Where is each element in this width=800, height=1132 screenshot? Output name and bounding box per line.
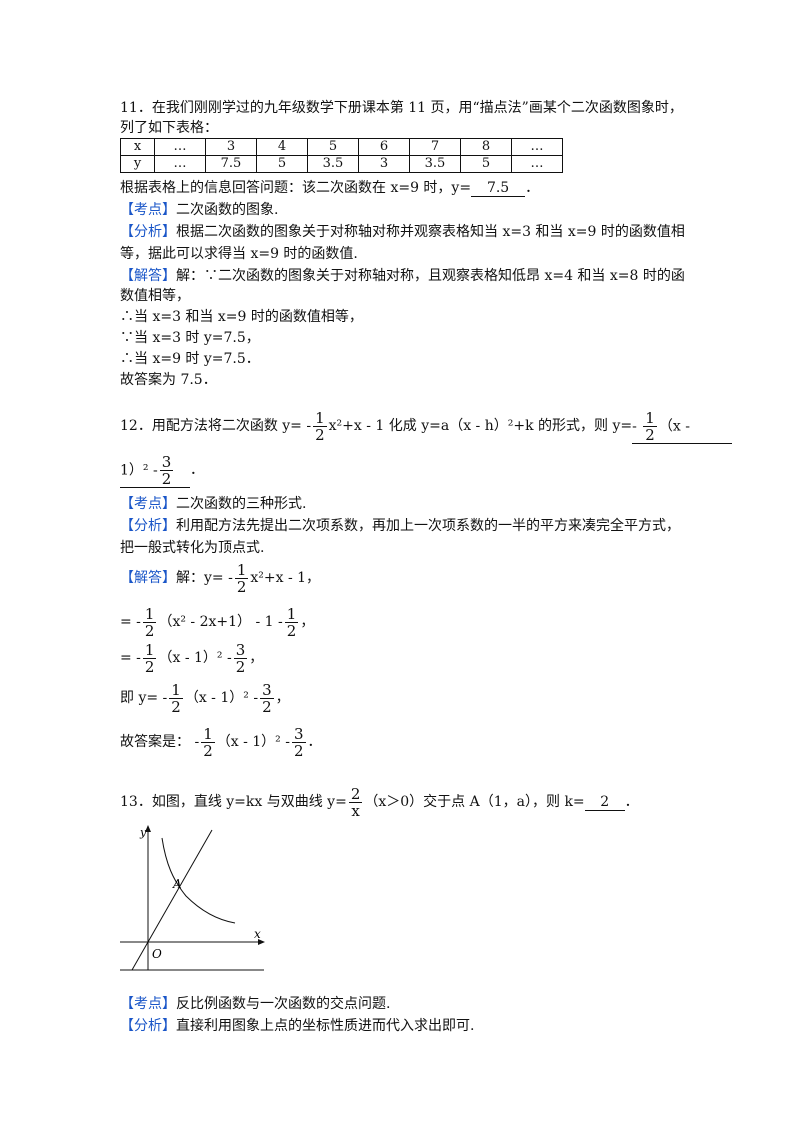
q12-kaodian-text: 二次函数的三种形式. [176,496,307,512]
q12-fenxi: 【分析】利用配方法先提出二次项系数，再加上一次项系数的一半的平方来凑完全平方式， [120,516,680,536]
x-axis-arrow [258,939,265,945]
table-row-y: y … 7.5 5 3.5 3 3.5 5 … [120,155,563,173]
table-cell: 3 [205,138,257,156]
table-cell: 8 [460,138,512,156]
fenxi-tag: 【分析】 [120,1018,176,1034]
q11-question-line1: 11．在我们刚刚学过的九年级数学下册课本第 11 页，用“描点法”画某个二次函数… [120,100,683,116]
table-cell: … [154,155,206,173]
q11-ask: 根据表格上的信息回答问题：该二次函数在 x=9 时，y=7.5． [120,178,539,198]
q12-fenxi-line2: 把一般式转化为顶点式. [120,540,265,556]
table-cell: 4 [256,138,308,156]
q11-value-table: x … 3 4 5 6 7 8 … y … 7.5 5 3.5 3 3.5 5 … [120,138,563,173]
q11-ask-suffix: ． [525,180,540,196]
q12-fenxi-line1: 利用配方法先提出二次项系数，再加上一次项系数的一半的平方来凑完全平方式， [176,518,680,534]
table-cell: … [154,138,206,156]
x-axis-label: x [254,927,261,941]
kaodian-tag: 【考点】 [120,202,176,218]
table-cell: 3.5 [307,155,359,173]
q11-jieda-line5: ∴当 x=9 时 y=7.5． [120,351,260,367]
kaodian-tag: 【考点】 [120,996,176,1012]
table-cell: … [511,138,563,156]
table-cell: 5 [256,155,308,173]
q11-jieda: 【解答】解：∵二次函数的图象关于对称轴对称，且观察表格知低昂 x=4 和当 x=… [120,266,685,286]
q13-fenxi-text: 直接利用图象上点的坐标性质进而代入求出即可. [176,1018,475,1034]
table-cell: x [120,138,155,156]
q12-q-prefix: 12．用配方法将二次函数 y= - [120,418,312,434]
q11-jieda-line3: ∴当 x=3 和当 x=9 时的函数值相等， [120,309,363,325]
jieda-tag: 【解答】 [120,570,176,586]
q11-fenxi: 【分析】根据二次函数的图象关于对称轴对称并观察表格知当 x=3 和当 x=9 时… [120,222,685,242]
table-cell: y [120,155,155,173]
y-axis-arrow [145,825,151,832]
q11-jieda-line1: 解：∵二次函数的图象关于对称轴对称，且观察表格知低昂 x=4 和当 x=8 时的… [176,268,685,284]
point-a-label: A [172,877,182,891]
jieda-tag: 【解答】 [120,268,176,284]
q12-q-mid: x²+x - 1 化成 y=a（x - h）²+k 的形式，则 y= [328,418,633,434]
q13-kaodian: 【考点】反比例函数与一次函数的交点问题. [120,994,390,1014]
q13-graph: y x O A [120,825,265,971]
table-cell: 7.5 [205,155,257,173]
table-cell: 5 [307,138,359,156]
q11-question-line2: 列了如下表格： [120,120,218,136]
q11-kaodian: 【考点】二次函数的图象. [120,200,278,220]
q11-fenxi-line2: 等，据此可以求得当 x=9 时的函数值. [120,246,358,262]
line-y-kx [131,829,213,971]
q11-jieda-line4: ∵当 x=3 时 y=7.5， [120,330,260,346]
fenxi-tag: 【分析】 [120,224,176,240]
table-cell: 5 [460,155,512,173]
q11-jieda-line2: 数值相等， [120,288,190,304]
q11-kaodian-text: 二次函数的图象. [176,202,279,218]
q12-kaodian: 【考点】二次函数的三种形式. [120,494,306,514]
table-cell: … [511,155,563,173]
q11-ask-prefix: 根据表格上的信息回答问题：该二次函数在 x=9 时，y= [120,180,472,196]
q11-fenxi-line1: 根据二次函数的图象关于对称轴对称并观察表格知当 x=3 和当 x=9 时的函数值… [176,224,685,240]
q11-answer-blank: 7.5 [471,180,526,197]
table-cell: 7 [409,138,461,156]
hyperbola-curve [161,837,236,924]
fenxi-tag: 【分析】 [120,518,176,534]
origin-label: O [152,947,162,961]
y-axis-label: y [139,826,147,839]
q13-answer-blank: 2 [584,794,625,811]
table-row-x: x … 3 4 5 6 7 8 … [120,138,563,156]
table-cell: 3.5 [409,155,461,173]
table-cell: 6 [358,138,410,156]
q11-answer: 故答案为 7.5． [120,372,217,388]
table-cell: 3 [358,155,410,173]
kaodian-tag: 【考点】 [120,496,176,512]
q13-fenxi: 【分析】直接利用图象上点的坐标性质进而代入求出即可. [120,1016,474,1036]
q13-kaodian-text: 反比例函数与一次函数的交点问题. [176,996,391,1012]
